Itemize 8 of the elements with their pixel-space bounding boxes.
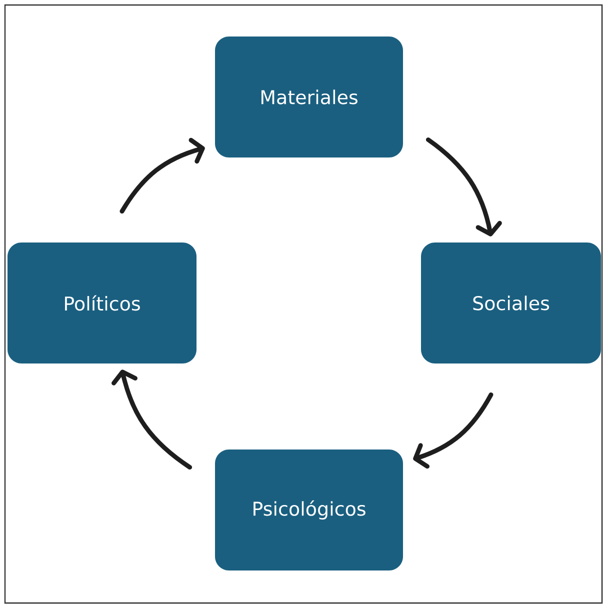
process-box: Materiales <box>215 36 403 158</box>
arrow <box>426 137 502 236</box>
process-box: Políticos <box>8 242 196 364</box>
arrow <box>112 370 192 470</box>
arrow <box>413 392 494 469</box>
process-box: Sociales <box>421 242 601 364</box>
process-box: Psicológicos <box>215 450 403 570</box>
arrow <box>120 138 205 214</box>
